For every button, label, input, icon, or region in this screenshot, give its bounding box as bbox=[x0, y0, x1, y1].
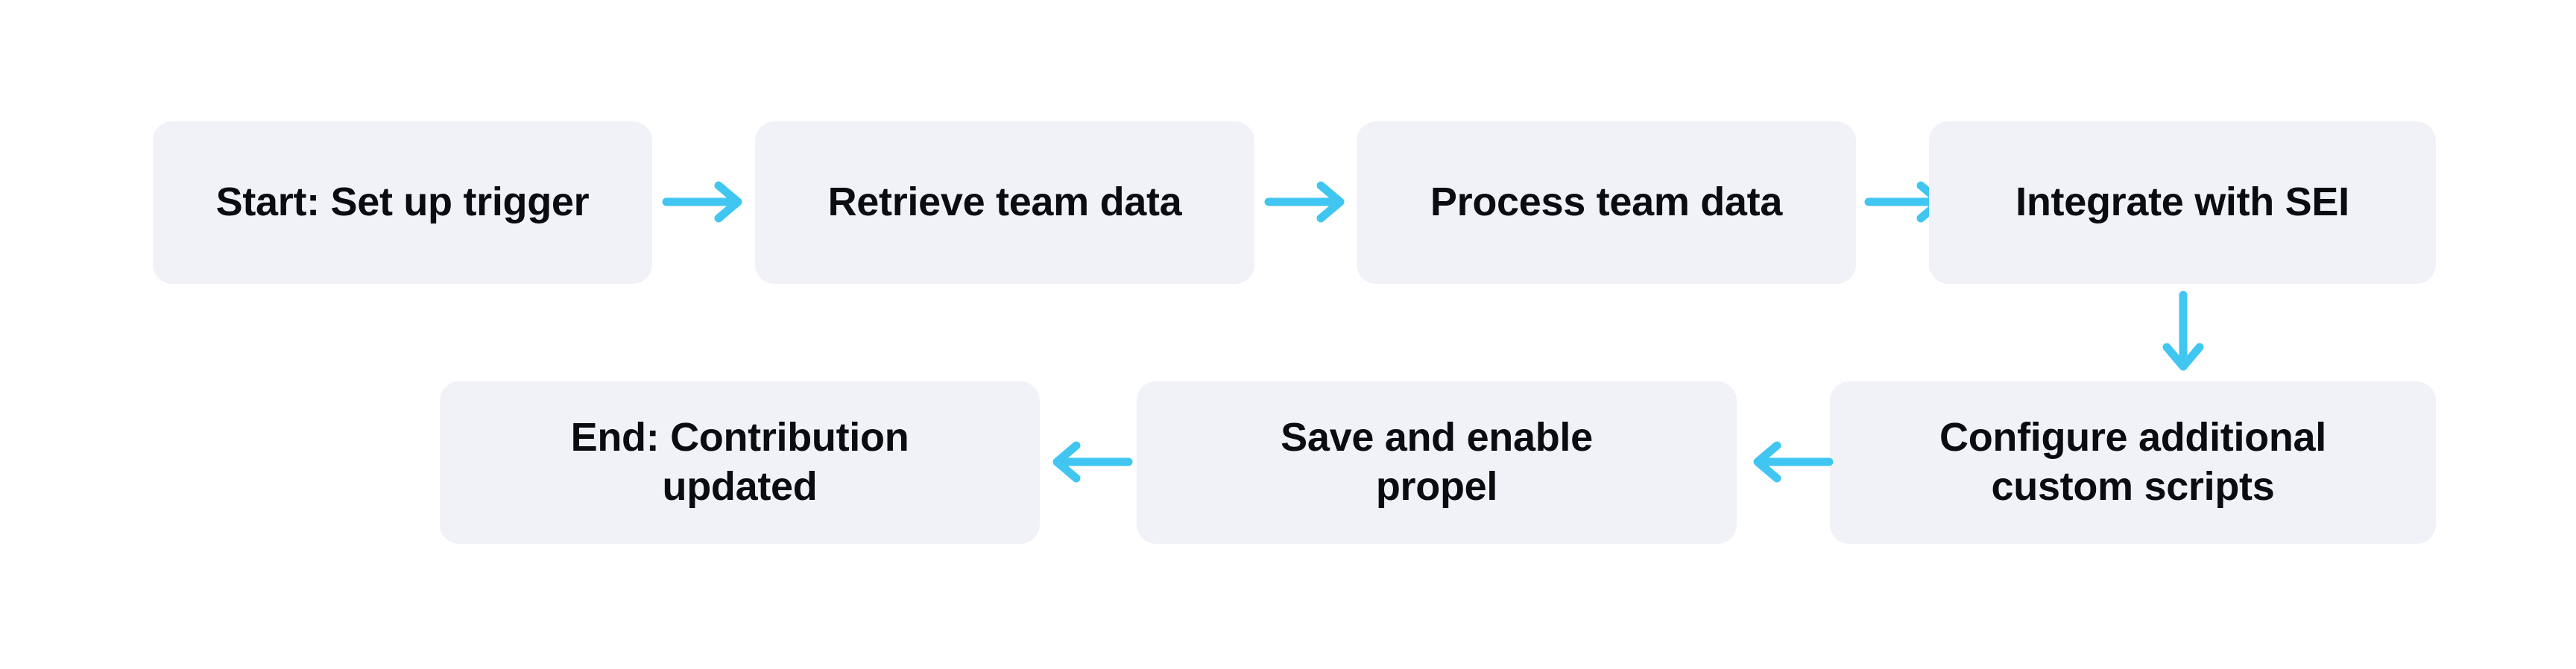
flow-node-start-label: Start: Set up trigger bbox=[215, 180, 590, 225]
arrow-configure-to-save-icon bbox=[1750, 439, 1834, 485]
flow-node-save-and-enable-propel[interactable]: Save and enable propel bbox=[1137, 381, 1737, 544]
flow-node-save-and-enable-propel-label: Save and enable propel bbox=[1281, 415, 1593, 509]
arrow-retrieve-to-process-icon bbox=[1264, 179, 1348, 225]
arrow-integrate-to-configure-icon bbox=[2160, 291, 2206, 374]
flow-node-end-contribution-updated[interactable]: End: Contribution updated bbox=[440, 381, 1040, 544]
flow-node-configure-custom-scripts[interactable]: Configure additional custom scripts bbox=[1830, 381, 2436, 544]
flow-node-integrate-with-sei[interactable]: Integrate with SEI bbox=[1929, 121, 2436, 284]
arrow-save-to-end-icon bbox=[1049, 439, 1133, 485]
flow-node-end-contribution-updated-label: End: Contribution updated bbox=[570, 415, 909, 509]
flow-node-integrate-with-sei-label: Integrate with SEI bbox=[2015, 180, 2349, 225]
flow-node-process-team-data[interactable]: Process team data bbox=[1357, 121, 1856, 284]
arrow-start-to-retrieve-icon bbox=[662, 179, 745, 225]
flow-node-process-team-data-label: Process team data bbox=[1430, 180, 1783, 225]
flow-node-retrieve-team-data[interactable]: Retrieve team data bbox=[755, 121, 1254, 284]
flow-node-configure-custom-scripts-label: Configure additional custom scripts bbox=[1939, 415, 2326, 509]
flow-node-retrieve-team-data-label: Retrieve team data bbox=[827, 180, 1182, 225]
flow-node-start[interactable]: Start: Set up trigger bbox=[153, 121, 652, 284]
